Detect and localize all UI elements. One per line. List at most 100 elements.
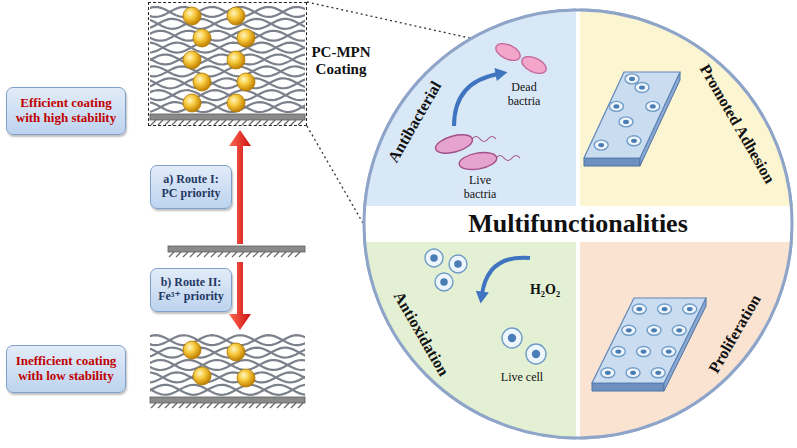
substrate — [274, 252, 279, 257]
culture-plate — [584, 72, 680, 158]
text-holder: a) Route I: PC priority — [156, 173, 226, 201]
coating-network — [150, 7, 305, 112]
cell — [632, 304, 646, 314]
cell — [425, 249, 443, 267]
substrate — [172, 120, 177, 125]
substrate — [235, 120, 240, 125]
substrate — [197, 252, 202, 257]
cell — [637, 347, 651, 357]
coating-title: PC-MPN Coating — [309, 44, 373, 79]
cell — [609, 101, 623, 111]
coating-network — [150, 66, 305, 76]
substrate — [193, 403, 198, 408]
adhesion-sector: Promoted Adhesion — [580, 8, 794, 206]
substrate — [239, 252, 244, 257]
route-box: b) Route II: Fe³⁺ priority — [150, 268, 232, 312]
substrate — [249, 120, 254, 125]
coating-network — [150, 19, 305, 29]
polyphenol-particle — [193, 29, 211, 47]
substrate — [295, 252, 300, 257]
coating-network — [150, 360, 305, 370]
sector-shape — [362, 242, 576, 440]
substrate — [204, 252, 209, 257]
cell — [626, 368, 640, 378]
substrate — [179, 120, 184, 125]
substrate — [190, 252, 195, 257]
cell — [683, 304, 697, 314]
substrate — [150, 114, 305, 125]
cell — [646, 101, 660, 111]
cell — [454, 260, 462, 268]
coating-network — [150, 43, 305, 53]
route-arrow — [229, 130, 251, 244]
sector-shape — [580, 242, 794, 440]
coating-network — [150, 372, 305, 382]
cell — [435, 273, 453, 291]
substrate — [277, 120, 282, 125]
polyphenol-particle — [183, 51, 201, 69]
substrate — [150, 114, 305, 120]
substrate — [151, 403, 156, 408]
polyphenol-particle — [183, 94, 201, 112]
polyphenol-particle — [193, 367, 211, 385]
culture-plate — [592, 298, 706, 391]
cell — [635, 82, 649, 92]
coating-network — [150, 31, 305, 41]
cell — [605, 371, 611, 375]
substrate — [228, 120, 233, 125]
cell — [622, 325, 636, 335]
substrate — [284, 120, 289, 125]
sector-illustration — [584, 72, 680, 166]
coating-network — [150, 335, 305, 395]
sector-illustration — [425, 249, 546, 364]
substrate — [207, 120, 212, 125]
polyphenol-particle — [237, 29, 255, 47]
substrate — [193, 120, 198, 125]
substrate — [225, 252, 230, 257]
substrate — [186, 403, 191, 408]
substrate — [263, 403, 268, 408]
leader-connector — [307, 126, 364, 224]
curved-arrow — [482, 258, 530, 294]
cell — [502, 328, 522, 348]
coating-network — [150, 385, 305, 395]
coating-network — [150, 335, 305, 345]
text-holder: Inefficient coating with low stability — [12, 354, 120, 384]
substrate — [242, 403, 247, 408]
cell — [636, 307, 642, 311]
live-bacterium — [434, 131, 475, 156]
cell — [666, 349, 672, 353]
cell — [622, 325, 636, 335]
substrate — [172, 403, 177, 408]
cell — [651, 328, 657, 332]
cell — [627, 136, 641, 146]
substrate — [200, 120, 205, 125]
substrate — [256, 403, 261, 408]
substrate — [221, 120, 226, 125]
substrate — [221, 403, 226, 408]
chemical-label: H₂O₂ — [530, 282, 560, 298]
cell — [662, 347, 676, 357]
substrate — [263, 120, 268, 125]
cell — [637, 347, 651, 357]
cell — [626, 368, 640, 378]
substrate — [200, 403, 205, 408]
cell — [672, 325, 686, 335]
cell — [609, 101, 623, 111]
substrate — [150, 397, 305, 408]
cell — [641, 349, 647, 353]
cell — [440, 278, 448, 286]
substrate — [277, 403, 282, 408]
polyphenol-particle — [237, 369, 255, 387]
substrate — [218, 252, 223, 257]
culture-plate — [592, 298, 706, 383]
substrate — [232, 252, 237, 257]
cell — [627, 136, 641, 146]
substrate — [246, 252, 251, 257]
dead-bacterium — [519, 53, 548, 77]
cell — [676, 328, 682, 332]
box-label: b) Route II: Fe³⁺ priority — [156, 276, 226, 304]
substrate — [281, 252, 286, 257]
route-arrow — [229, 262, 251, 330]
result-box: Efficient coating with high stability — [6, 87, 126, 135]
